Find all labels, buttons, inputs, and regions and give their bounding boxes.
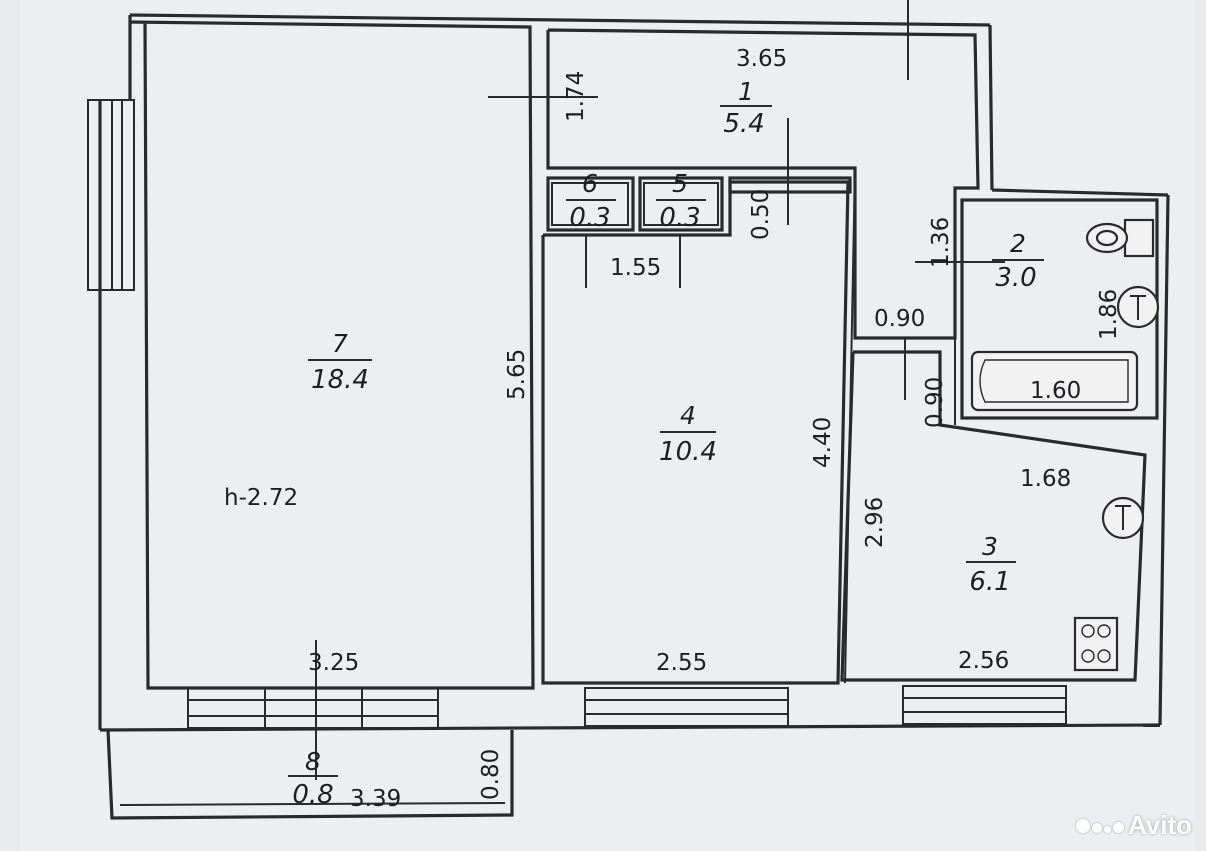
bath-sink-fixture — [1116, 285, 1160, 329]
ceiling-height-label: h-2.72 — [224, 485, 298, 511]
room-number: 2 — [1010, 229, 1026, 258]
room-area: 3.0 — [995, 263, 1036, 293]
room-area: 10.4 — [659, 437, 717, 467]
room-area: 0.8 — [292, 780, 333, 810]
room-label-3: 3 6.1 — [966, 532, 1016, 597]
dimension-lines — [315, 0, 1005, 780]
room-number: 6 — [582, 169, 598, 198]
room-label-2: 2 3.0 — [992, 229, 1044, 293]
room-area: 5.4 — [723, 109, 764, 139]
dim-0-90-horizontal: 0.90 — [874, 306, 925, 332]
dim-1-68: 1.68 — [1020, 466, 1071, 492]
room-number: 5 — [672, 169, 688, 198]
avito-logo-icon — [1075, 818, 1124, 833]
room-7 — [129, 20, 535, 690]
room-number: 1 — [738, 77, 754, 106]
dim-3-39: 3.39 — [350, 786, 401, 812]
avito-watermark: Avito — [1075, 810, 1192, 841]
room-label-4: 4 10.4 — [659, 401, 717, 467]
dim-4-40: 4.40 — [810, 417, 836, 468]
dim-2-55: 2.55 — [656, 650, 707, 676]
room-3 — [840, 350, 1147, 682]
dim-3-65: 3.65 — [736, 46, 787, 72]
dim-1-86: 1.86 — [1096, 289, 1122, 340]
paper-sheet — [20, 0, 1195, 851]
room-area: 0.3 — [569, 203, 610, 233]
dim-2-56: 2.56 — [958, 648, 1009, 674]
window-bottom-room-4 — [584, 687, 789, 727]
room-area: 6.1 — [969, 567, 1010, 597]
bathtub-fixture — [970, 350, 1139, 412]
dim-2-96: 2.96 — [862, 497, 888, 548]
stove-fixture — [1073, 616, 1119, 672]
dim-5-65: 5.65 — [504, 349, 530, 400]
dim-0-80: 0.80 — [478, 749, 504, 800]
room-8-balcony — [106, 729, 514, 820]
toilet-fixture — [1085, 218, 1155, 258]
room-number: 8 — [305, 747, 321, 776]
room-area: 18.4 — [311, 365, 369, 395]
room-number: 4 — [680, 401, 696, 430]
dim-1-60: 1.60 — [1030, 378, 1081, 404]
room-number: 7 — [332, 329, 348, 358]
room-label-6: 6 0.3 — [566, 169, 616, 233]
room-number: 3 — [982, 532, 998, 561]
window-left — [87, 99, 135, 291]
dim-1-74: 1.74 — [563, 71, 589, 122]
dim-3-25: 3.25 — [308, 650, 359, 676]
room-area: 0.3 — [659, 203, 700, 233]
window-bottom-room-7 — [187, 687, 439, 729]
room-label-5: 5 0.3 — [656, 169, 706, 233]
window-bottom-room-3 — [902, 685, 1067, 725]
kitchen-sink-fixture — [1101, 496, 1145, 540]
dim-1-36: 1.36 — [928, 217, 954, 268]
room-label-8: 8 0.8 — [288, 747, 338, 810]
dim-1-55: 1.55 — [610, 255, 661, 281]
room-label-7: 7 18.4 — [308, 329, 372, 395]
watermark-brand: Avito — [1127, 810, 1192, 840]
dim-0-50: 0.50 — [748, 189, 774, 240]
room-label-1: 1 5.4 — [720, 77, 772, 139]
dim-0-90-vertical: 0.90 — [922, 377, 948, 428]
